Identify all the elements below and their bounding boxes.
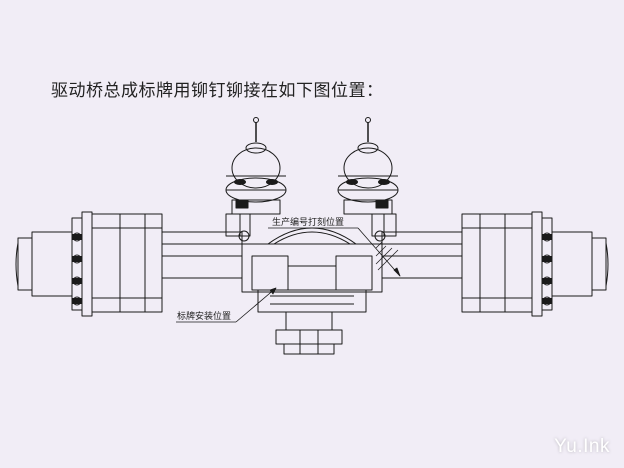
left-brake-chamber [225,117,287,242]
left-wheel-hub [15,211,163,317]
right-wheel-hub [461,211,609,317]
page-title: 驱动桥总成标牌用铆钉铆接在如下图位置： [51,81,384,101]
axle-housing-tubes [161,231,463,279]
nameplate-label: 标牌安装位置 [177,310,231,322]
watermark: Yu.Ink [554,436,610,457]
right-brake-chamber [337,117,399,242]
serial-number-callout [268,227,401,277]
serial-number-label: 生产编号打刻位置 [272,216,344,228]
nameplate-callout [176,287,277,323]
